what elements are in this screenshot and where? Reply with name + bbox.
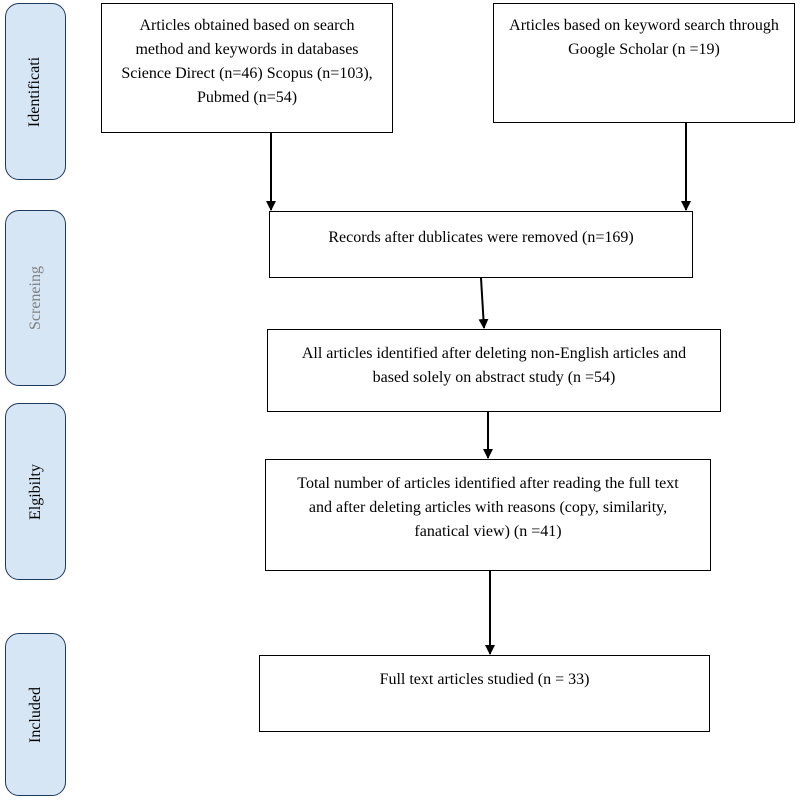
- included-studies-line-1: Full text articles studied (n = 33): [379, 671, 590, 688]
- full-text-review-box: Total number of articles identified afte…: [265, 459, 711, 571]
- stage-included-tab: Included: [5, 633, 66, 796]
- abstract-screening-line-2: based solely on abstract study (n =54): [372, 369, 616, 386]
- duplicates-removed-box: Records after dublicates were removed (n…: [269, 211, 693, 278]
- google-scholar-line-2: Google Scholar (n =19): [568, 41, 720, 58]
- database-search-box: Articles obtained based on search method…: [101, 3, 393, 133]
- abstract-screening-box: All articles identified after deleting n…: [267, 329, 721, 412]
- duplicates-removed-line-1: Records after dublicates were removed (n…: [328, 229, 634, 246]
- full-text-review-line-2: and after deleting articles with reasons…: [308, 499, 668, 516]
- full-text-review-line-1: Total number of articles identified afte…: [297, 475, 679, 492]
- database-search-line-2: method and keywords in databases: [135, 41, 359, 58]
- included-studies-box: Full text articles studied (n = 33): [259, 655, 710, 732]
- stage-screening-tab: Screneing: [5, 210, 66, 386]
- database-search-line-1: Articles obtained based on search: [139, 17, 355, 34]
- stage-eligibility-tab: Elgibilty: [5, 403, 66, 580]
- full-text-review-line-3: fanatical view) (n =41): [414, 523, 562, 540]
- google-scholar-line-1: Articles based on keyword search through: [509, 17, 779, 34]
- stage-identification-tab: Identificati: [5, 3, 66, 180]
- google-scholar-box: Articles based on keyword search through…: [493, 3, 795, 123]
- arrow-duplicates-to-abstract: [478, 277, 489, 329]
- database-search-line-4: Pubmed (n=54): [196, 89, 298, 106]
- abstract-screening-line-1: All articles identified after deleting n…: [301, 345, 687, 362]
- database-search-line-3: Science Direct (n=46) Scopus (n=103),: [121, 65, 373, 82]
